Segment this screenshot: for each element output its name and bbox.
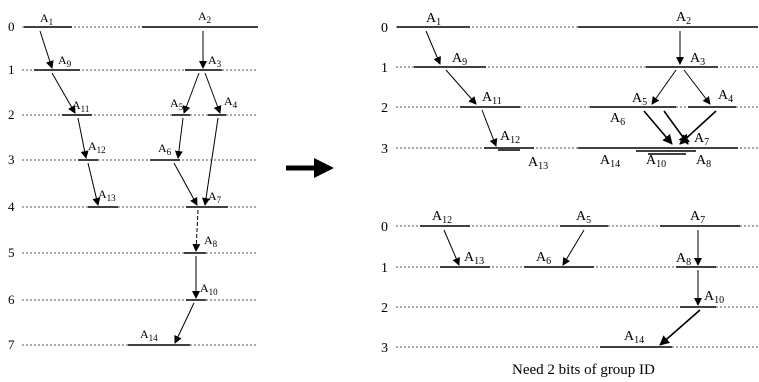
right-top-dependency-arrows	[425, 30, 717, 147]
right-top-node-a8: A8	[696, 153, 711, 170]
left-level-1: 1	[8, 62, 15, 77]
left-level-lines	[22, 26, 258, 346]
left-level-5: 5	[8, 245, 15, 260]
right-bottom-level-1: 1	[381, 261, 388, 276]
right-top-level-lines	[396, 26, 758, 149]
left-level-7: 7	[8, 337, 15, 352]
right-bottom-node-a14: A14	[624, 329, 644, 346]
right-top-node-a4: A4	[718, 88, 733, 105]
right-bottom-panel: 0 1 2 3 A12 A5 A7 A13 A6 A8 A10 A14	[381, 209, 758, 356]
left-node-a14: A14	[140, 327, 158, 343]
right-bottom-task-bars	[420, 225, 740, 348]
right-top-node-a3: A3	[690, 51, 705, 68]
caption: Need 2 bits of group ID	[512, 362, 655, 378]
left-node-a6: A6	[158, 141, 172, 157]
right-top-node-a11: A11	[482, 90, 502, 107]
right-bottom-node-a7: A7	[690, 209, 705, 226]
left-node-a13: A13	[98, 187, 116, 203]
left-panel: 0 1 2 3 4 5 6 7	[8, 9, 258, 352]
right-bottom-level-2: 2	[381, 301, 388, 316]
right-top-node-a13: A13	[528, 155, 548, 172]
right-top-node-a7: A7	[694, 131, 709, 148]
left-level-0: 0	[8, 19, 15, 34]
right-top-level-1: 1	[381, 61, 388, 76]
left-level-6: 6	[8, 292, 15, 307]
left-node-a12: A12	[88, 139, 106, 155]
left-dependency-arrows	[39, 30, 222, 344]
right-bottom-node-a6: A6	[536, 250, 551, 267]
right-top-level-3: 3	[381, 142, 388, 157]
right-top-node-a2: A2	[676, 10, 691, 27]
right-top-panel: 0 1 2 3 A1	[381, 10, 758, 172]
right-bottom-level-3: 3	[381, 341, 388, 356]
left-level-2: 2	[8, 107, 15, 122]
right-top-level-0: 0	[381, 21, 388, 36]
right-top-task-bars	[397, 26, 758, 155]
right-top-level-2: 2	[381, 101, 388, 116]
right-bottom-node-a8: A8	[676, 251, 691, 268]
right-top-node-a6: A6	[610, 111, 625, 128]
left-node-a4: A4	[224, 94, 238, 110]
right-arrow-icon	[286, 158, 334, 178]
right-top-node-a12: A12	[500, 129, 520, 146]
left-task-bars	[24, 26, 258, 346]
right-bottom-dependency-arrows	[443, 229, 702, 346]
right-bottom-node-a10: A10	[704, 289, 724, 306]
left-node-a3: A3	[208, 53, 222, 69]
left-node-a2: A2	[198, 9, 211, 25]
left-node-a1: A1	[40, 11, 53, 27]
left-node-a10: A10	[200, 281, 218, 297]
right-top-node-a1: A1	[426, 11, 441, 28]
left-node-a9: A9	[58, 53, 72, 69]
left-node-a11: A11	[72, 98, 89, 114]
right-top-node-a10: A10	[646, 153, 666, 170]
left-level-3: 3	[8, 152, 15, 167]
right-bottom-level-0: 0	[381, 220, 388, 235]
right-top-node-a9: A9	[452, 51, 467, 68]
right-top-node-a14: A14	[600, 153, 620, 170]
left-node-a5: A5	[170, 96, 184, 112]
left-node-a8: A8	[204, 233, 218, 249]
right-bottom-node-a12: A12	[432, 209, 452, 226]
left-node-a7: A7	[208, 189, 222, 205]
left-level-4: 4	[8, 199, 15, 214]
right-bottom-node-a5: A5	[576, 209, 591, 226]
right-bottom-node-a13: A13	[464, 250, 484, 267]
right-top-node-a5: A5	[632, 91, 647, 108]
